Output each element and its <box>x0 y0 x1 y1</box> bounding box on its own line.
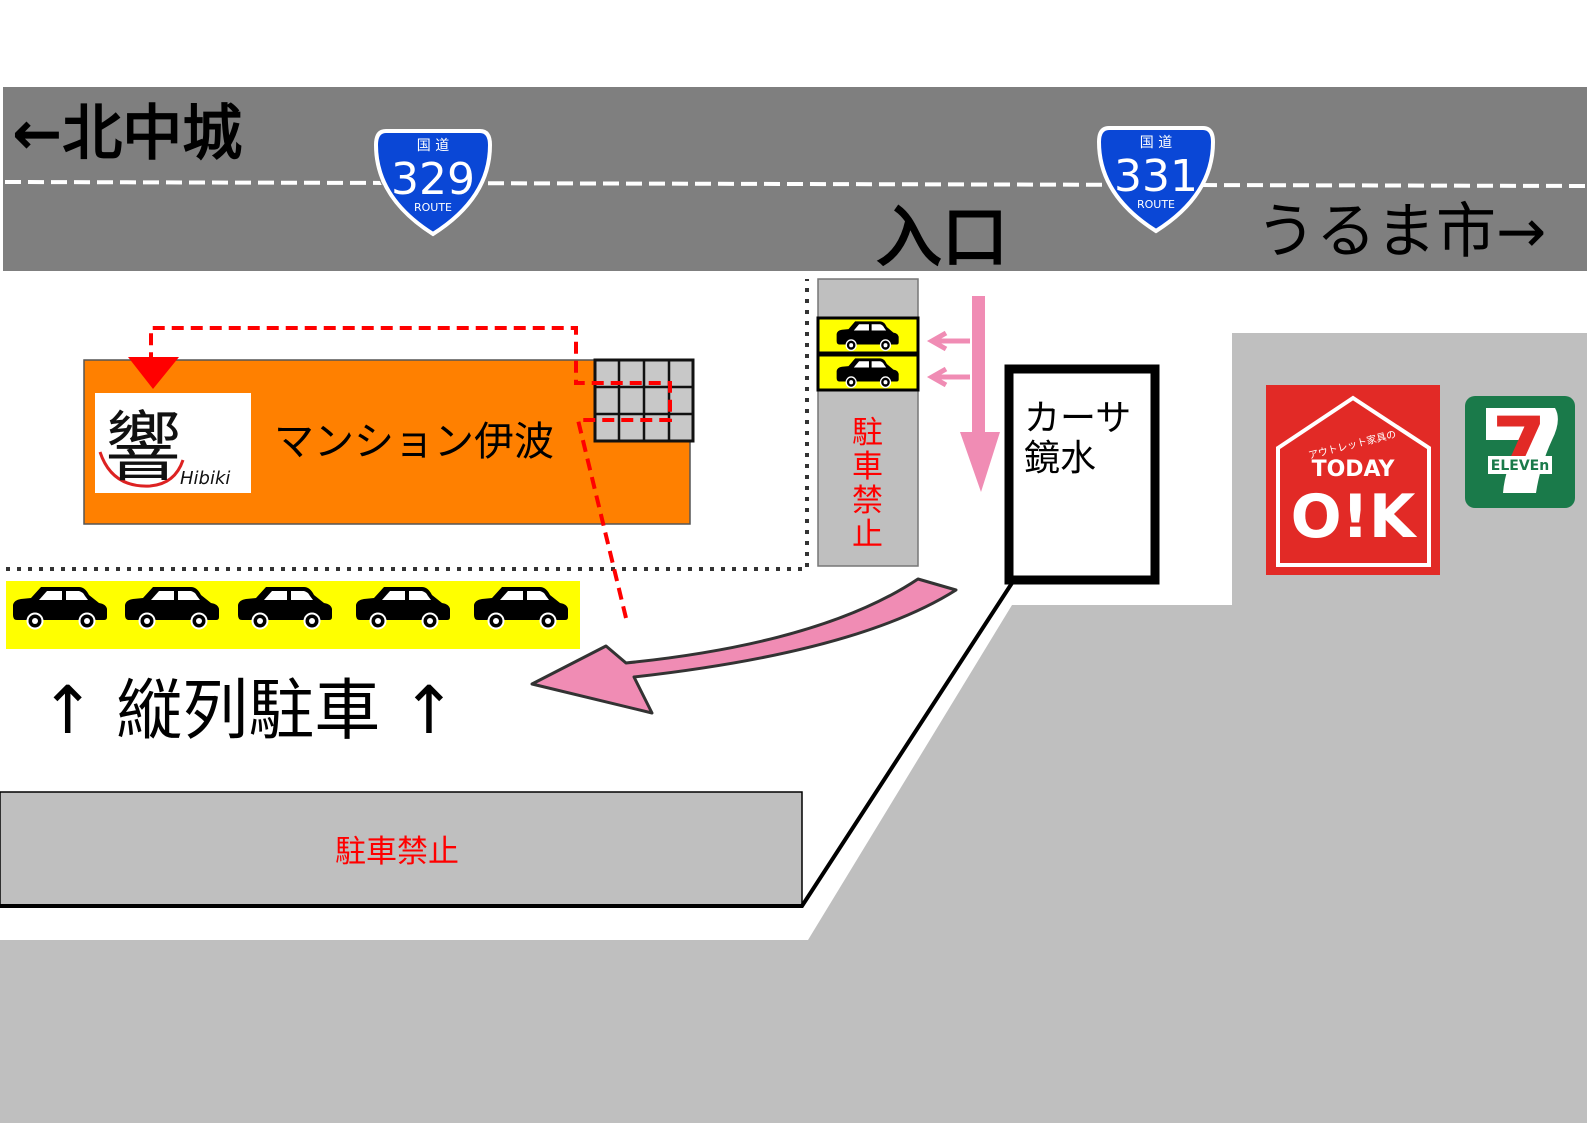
hibiki-logo-kanji: 響 <box>105 403 181 492</box>
walking-route <box>149 326 672 619</box>
entrance-label: 入口 <box>876 199 1008 276</box>
seven-eleven-number: 7 <box>1492 402 1546 492</box>
national-road <box>3 87 1587 271</box>
hibiki-logo-text: Hibiki <box>180 468 230 489</box>
no-parking-vertical-3: 禁 <box>852 483 883 519</box>
no-parking-bottom-label: 駐車禁止 <box>335 834 459 870</box>
direction-left: ←北中城 <box>12 99 242 169</box>
stairs <box>593 358 695 443</box>
casa-kyousui-line2: 鏡水 <box>1024 438 1096 479</box>
parking-slot-top <box>816 316 920 355</box>
no-parking-vertical-4: 止 <box>852 517 883 553</box>
route-sign-331-number: 331 <box>1114 151 1198 202</box>
route-sign-329: 国 道 329 ROUTE <box>372 127 494 238</box>
mansion-iha-label: マンション伊波 <box>274 419 554 465</box>
lot-area <box>0 333 1587 1123</box>
destination-marker-icon <box>128 357 179 389</box>
pink-arrow-down <box>960 296 1000 492</box>
curb-line <box>0 581 1014 908</box>
route-sign-331-bottom: ROUTE <box>1137 198 1175 211</box>
parallel-parking-label: ↑ 縦列駐車 ↑ <box>40 672 457 749</box>
today-ok-today: TODAY <box>1312 457 1396 482</box>
no-parking-vertical-1: 駐 <box>852 415 883 451</box>
no-parking-lot <box>0 791 803 907</box>
seven-eleven-logo: 7 ELEVEn <box>1465 396 1575 508</box>
no-parking-vertical-2: 車 <box>852 449 883 485</box>
road-center-line <box>4 180 1587 188</box>
today-ok-mark: O!K <box>1291 482 1418 552</box>
pink-arrow-small-bottom <box>926 366 970 388</box>
route-sign-331-top: 国 道 <box>1140 135 1172 151</box>
pink-arrow-small-top <box>926 330 970 352</box>
seven-eleven-text: ELEVEn <box>1491 458 1549 474</box>
pink-arrow-curved <box>530 577 958 715</box>
route-sign-329-bottom: ROUTE <box>414 201 452 214</box>
direction-right: うるま市→ <box>1256 197 1546 267</box>
parking-slot-bottom <box>816 353 920 392</box>
route-sign-331: 国 道 331 ROUTE <box>1096 126 1216 234</box>
casa-kyousui-building <box>1004 364 1160 585</box>
casa-kyousui-line1: カーサ <box>1024 398 1131 439</box>
today-ok-logo: アウトレット家具の TODAY O!K <box>1266 385 1440 575</box>
property-boundary <box>6 279 809 571</box>
route-sign-329-number: 329 <box>391 154 475 205</box>
hibiki-logo: 響 Hibiki <box>95 393 251 493</box>
route-sign-329-top: 国 道 <box>417 138 449 154</box>
